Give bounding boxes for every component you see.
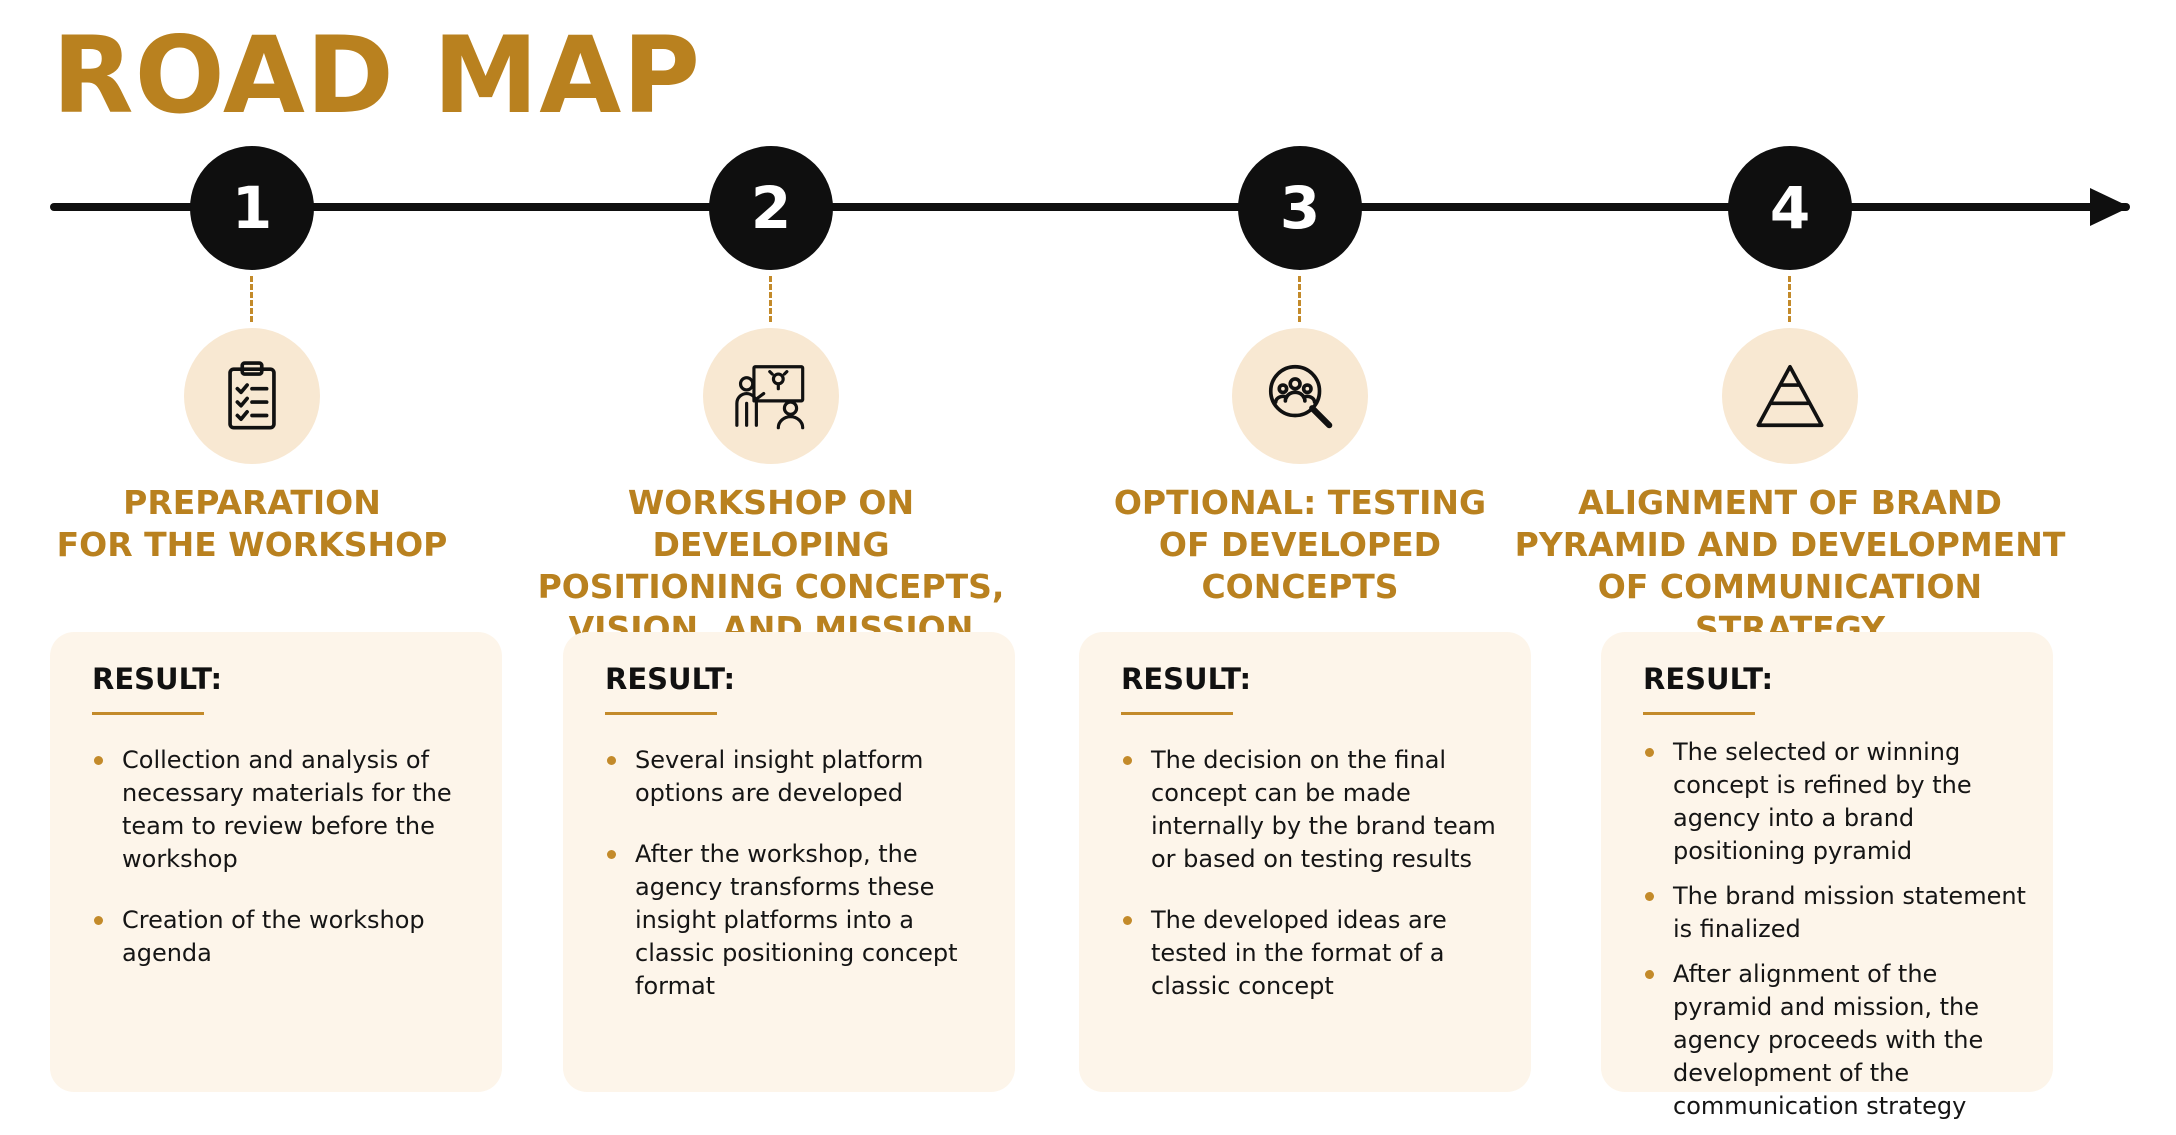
result-label: RESULT: — [1121, 662, 1252, 696]
list-item: After alignment of the pyramid and missi… — [1643, 958, 2033, 1123]
result-underline — [1121, 712, 1233, 715]
step-number-badge: 1 — [190, 146, 314, 270]
step-title-line-1: WORKSHOP ON DEVELOPING — [627, 483, 915, 564]
result-underline — [605, 712, 717, 715]
result-list: The selected or winning concept is refin… — [1643, 736, 2033, 1135]
result-card-3: RESULT: The decision on the final concep… — [1079, 632, 1531, 1092]
list-item: The selected or winning concept is refin… — [1643, 736, 2033, 868]
result-card-2: RESULT: Several insight platform options… — [563, 632, 1015, 1092]
step-title-line-2: FOR THE WORKSHOP — [56, 525, 448, 564]
step-title-line-2: PYRAMID AND DEVELOPMENT — [1514, 525, 2066, 564]
magnifier-people-icon — [1232, 328, 1368, 464]
presentation-workshop-icon — [703, 328, 839, 464]
step-title: OPTIONAL: TESTING OF DEVELOPED CONCEPTS — [1040, 482, 1560, 608]
step-title-line-2: OF DEVELOPED — [1158, 525, 1442, 564]
list-item: Several insight platform options are dev… — [605, 744, 995, 810]
result-list: The decision on the final concept can be… — [1121, 744, 1511, 1031]
step-title-line-1: OPTIONAL: TESTING — [1113, 483, 1487, 522]
pyramid-icon — [1722, 328, 1858, 464]
result-card-1: RESULT: Collection and analysis of neces… — [50, 632, 502, 1092]
step-number-badge: 3 — [1238, 146, 1362, 270]
step-title: PREPARATION FOR THE WORKSHOP — [0, 482, 512, 566]
list-item: After the workshop, the agency transform… — [605, 838, 995, 1003]
list-item: The decision on the final concept can be… — [1121, 744, 1511, 876]
timeline-arrow-icon — [2090, 188, 2130, 226]
result-list: Collection and analysis of necessary mat… — [92, 744, 482, 998]
dashed-connector — [250, 276, 253, 322]
clipboard-checklist-icon — [184, 328, 320, 464]
list-item: The brand mission statement is finalized — [1643, 880, 2033, 946]
step-number-badge: 4 — [1728, 146, 1852, 270]
step-title-line-1: PREPARATION — [123, 483, 381, 522]
result-label: RESULT: — [605, 662, 736, 696]
result-card-4: RESULT: The selected or winning concept … — [1601, 632, 2053, 1120]
result-underline — [92, 712, 204, 715]
step-title: ALIGNMENT OF BRAND PYRAMID AND DEVELOPME… — [1500, 482, 2080, 650]
step-title: WORKSHOP ON DEVELOPING POSITIONING CONCE… — [511, 482, 1031, 650]
result-label: RESULT: — [92, 662, 223, 696]
step-title-line-1: ALIGNMENT OF BRAND — [1578, 483, 2002, 522]
page-title: ROAD MAP — [52, 14, 702, 137]
list-item: Collection and analysis of necessary mat… — [92, 744, 482, 876]
dashed-connector — [769, 276, 772, 322]
list-item: The developed ideas are tested in the fo… — [1121, 904, 1511, 1003]
dashed-connector — [1788, 276, 1791, 322]
result-list: Several insight platform options are dev… — [605, 744, 995, 1031]
result-label: RESULT: — [1643, 662, 1774, 696]
list-item: Creation of the workshop agenda — [92, 904, 482, 970]
result-underline — [1643, 712, 1755, 715]
timeline-line — [50, 203, 2130, 211]
dashed-connector — [1298, 276, 1301, 322]
step-title-line-3: CONCEPTS — [1201, 567, 1399, 606]
step-title-line-2: POSITIONING CONCEPTS, — [537, 567, 1005, 606]
step-number-badge: 2 — [709, 146, 833, 270]
